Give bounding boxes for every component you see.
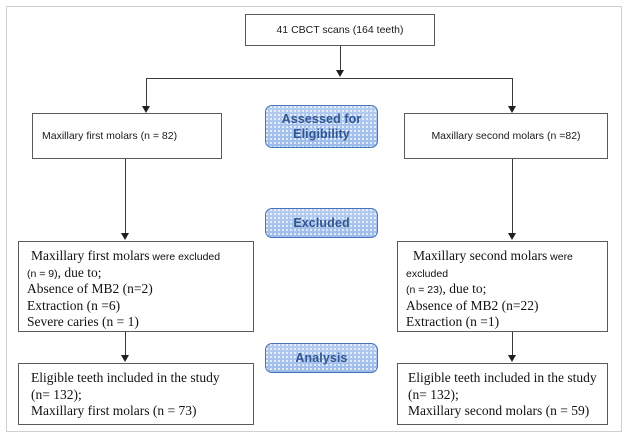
box-left-excluded-line5: Severe caries (n = 1) — [27, 314, 139, 329]
box-total-scans-label: 41 CBCT scans (164 teeth) — [276, 24, 404, 36]
box-left-excluded-line4: Extraction (n =6) — [27, 297, 121, 313]
connector-right-excluded — [512, 159, 513, 235]
box-left-included-line2: (n= 132); — [31, 386, 82, 402]
arrowhead-right-included — [507, 355, 516, 362]
box-left-included: Eligible teeth included in the study (n=… — [18, 363, 254, 425]
box-left-excluded-line2-serif: , due to; — [57, 264, 102, 280]
box-maxillary-first-molars: Maxillary first molars (n = 82) — [32, 113, 222, 159]
arrowhead-left-excluded — [120, 233, 129, 240]
arrowhead-top-stem — [335, 70, 344, 77]
box-right-included-line1: Eligible teeth included in the study — [408, 370, 597, 385]
box-left-included-line1: Eligible teeth included in the study — [31, 370, 220, 385]
box-right-excluded-line3-serif: , due to; — [442, 281, 487, 296]
box-left-excluded-line3: Absence of MB2 (n=2) — [27, 281, 153, 296]
connector-split-right — [512, 78, 513, 107]
box-left-excluded-line1-serif: Maxillary first molars — [31, 248, 150, 263]
box-left-excluded-line1-sans-text: were excluded — [152, 251, 221, 263]
box-right-excluded-line3-sans: (n = 23) — [406, 284, 443, 296]
arrowhead-split-right — [507, 106, 516, 113]
box-right-included: Eligible teeth included in the study (n=… — [397, 363, 608, 425]
box-total-scans: 41 CBCT scans (164 teeth) — [245, 14, 435, 46]
connector-top-stem — [340, 46, 341, 71]
box-maxillary-second-molars-label: Maxillary second molars (n =82) — [431, 130, 581, 142]
stage-label-excluded: Excluded — [265, 208, 378, 238]
box-right-excluded-line2-sans: excluded — [406, 267, 449, 280]
box-left-excluded-line1: Maxillary first molars were excluded — [31, 248, 220, 266]
connector-right-included — [512, 332, 513, 357]
arrowhead-right-excluded — [507, 233, 516, 240]
box-right-excluded-line4: Absence of MB2 (n=22) — [406, 297, 539, 313]
connector-left-included — [125, 332, 126, 357]
stage-label-assessed: Assessed for Eligibility — [265, 105, 378, 148]
box-right-excluded-line2: excluded — [406, 265, 448, 283]
box-maxillary-second-molars: Maxillary second molars (n =82) — [404, 113, 608, 159]
box-left-excluded: Maxillary first molars were excluded (n … — [18, 241, 254, 332]
box-maxillary-first-molars-label: Maxillary first molars (n = 82) — [42, 130, 178, 142]
box-right-included-line2: (n= 132); — [408, 386, 459, 402]
box-right-excluded-line3: (n = 23), due to; — [406, 281, 486, 299]
box-left-excluded-line2-sans: (n = 9) — [27, 267, 58, 280]
connector-split-bar — [146, 78, 513, 79]
box-left-included-line3: Maxillary first molars (n = 73) — [31, 403, 197, 418]
connector-split-left — [146, 78, 147, 107]
box-left-excluded-line2: (n = 9), due to; — [27, 265, 102, 283]
box-right-excluded-line1-serif: Maxillary second molars — [413, 248, 548, 263]
stage-label-analysis: Analysis — [265, 343, 378, 373]
box-right-excluded-line1-sans: were — [550, 251, 573, 263]
connector-left-excluded — [125, 159, 126, 235]
canvas-border — [6, 6, 622, 432]
box-right-included-line3: Maxillary second molars (n = 59) — [408, 403, 590, 418]
arrowhead-left-included — [120, 355, 129, 362]
arrowhead-split-left — [141, 106, 150, 113]
box-right-excluded: Maxillary second molars were excluded (n… — [397, 241, 608, 332]
box-right-excluded-line5: Extraction (n =1) — [406, 314, 500, 329]
box-right-excluded-line1: Maxillary second molars were — [413, 248, 573, 266]
